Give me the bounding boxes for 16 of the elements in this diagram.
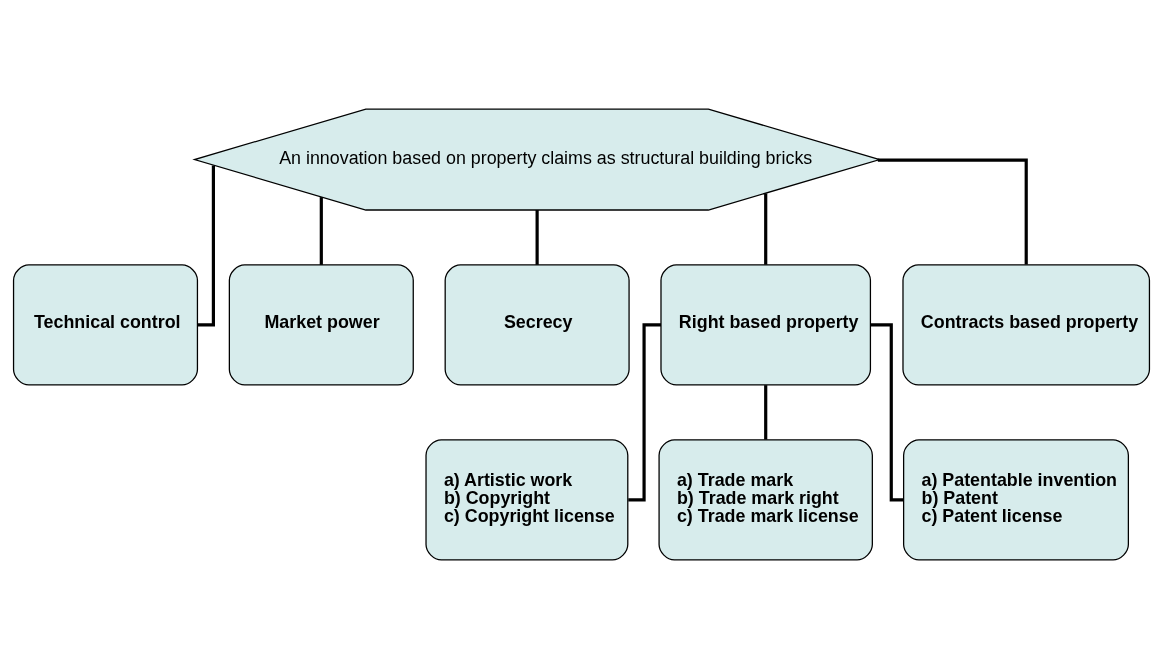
- connector: [628, 322, 661, 501]
- node-box: a) Artistic work b) Copyright c) Copyright license: [425, 438, 629, 561]
- node-box: Right based property: [660, 263, 872, 386]
- connector: [764, 192, 768, 265]
- connector: [535, 209, 539, 265]
- connector: [870, 322, 904, 501]
- node-box: a) Patentable invention b) Patent c) Patent license: [903, 438, 1130, 561]
- node-box: Market power: [228, 263, 414, 386]
- connector: [764, 384, 768, 440]
- node-box: Technical control: [12, 263, 199, 386]
- node-box: Contracts based property: [902, 263, 1151, 386]
- node-box: a) Trade mark b) Trade mark right c) Trade mark license: [658, 438, 873, 561]
- connector: [319, 196, 323, 265]
- node-box: Secrecy: [444, 263, 630, 386]
- connector: [197, 164, 215, 326]
- connector: [877, 158, 1028, 264]
